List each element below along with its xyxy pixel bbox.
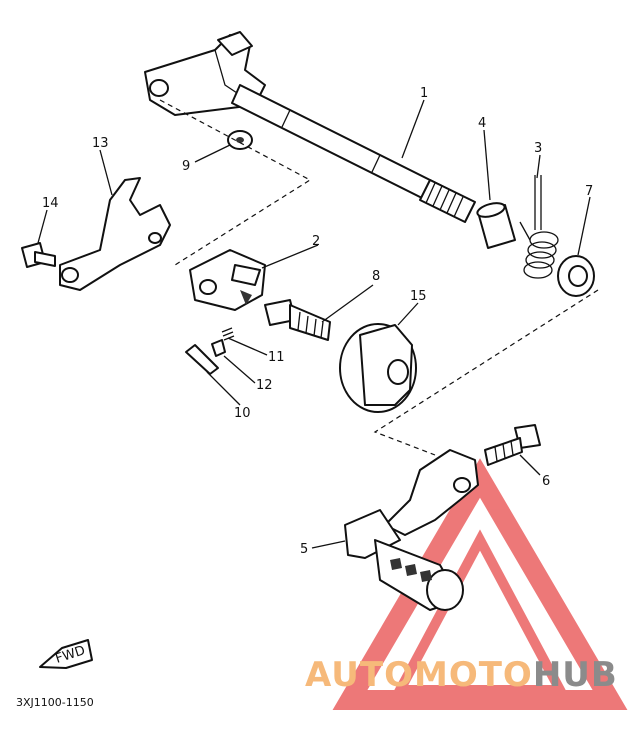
assembly-leader-right — [373, 289, 599, 456]
collar-part-4 — [476, 202, 516, 249]
callout-15: 15 — [410, 289, 427, 304]
callout-13: 13 — [92, 136, 109, 151]
watermark-auto: AUTO — [305, 655, 414, 695]
drawing-code: 3XJ1100-1150 — [16, 696, 94, 709]
callout-4: 4 — [478, 116, 486, 131]
spring-part-3 — [519, 175, 559, 279]
pedal-bolt-part-6 — [484, 424, 541, 466]
callout-6: 6 — [542, 474, 550, 489]
callout-11: 11 — [268, 350, 285, 365]
shift-shaft-part-1 — [144, 31, 476, 223]
watermark-hub: HUB — [533, 655, 618, 695]
callout-10: 10 — [234, 406, 251, 421]
watermark-moto: MOTO — [414, 655, 533, 695]
callout-8: 8 — [372, 269, 380, 284]
shaft-bolt-part-8 — [264, 299, 331, 341]
callout-2: 2 — [312, 234, 320, 249]
forward-direction-arrow: FWD — [39, 639, 93, 669]
stopper-cam-part-15 — [339, 323, 417, 413]
callout-1: 1 — [420, 86, 428, 101]
callout-14: 14 — [42, 196, 59, 211]
shift-pedal-part-5 — [344, 449, 479, 611]
stopper-lever-part-13 — [59, 177, 171, 291]
callout-7: 7 — [585, 184, 593, 199]
assembly-leader-left — [159, 99, 312, 266]
callout-9: 9 — [182, 159, 190, 174]
washer-part-9 — [227, 130, 253, 150]
callout-3: 3 — [534, 141, 542, 156]
shift-segment-part-2 — [189, 249, 266, 311]
callout-leaders — [37, 99, 591, 549]
callout-numbers: 1 2 3 4 5 6 7 8 9 10 11 12 13 14 15 — [42, 86, 593, 557]
svg-text:AUTOMOTOHUB: AUTOMOTOHUB — [305, 655, 618, 695]
oil-seal-part-7 — [557, 255, 595, 297]
bolt-part-14 — [21, 242, 56, 268]
stopper-parts-10-11-12 — [185, 327, 235, 375]
callout-5: 5 — [300, 542, 308, 557]
watermark-logo-text: AUTOMOTOHUB — [305, 655, 618, 695]
callout-12: 12 — [256, 378, 273, 393]
